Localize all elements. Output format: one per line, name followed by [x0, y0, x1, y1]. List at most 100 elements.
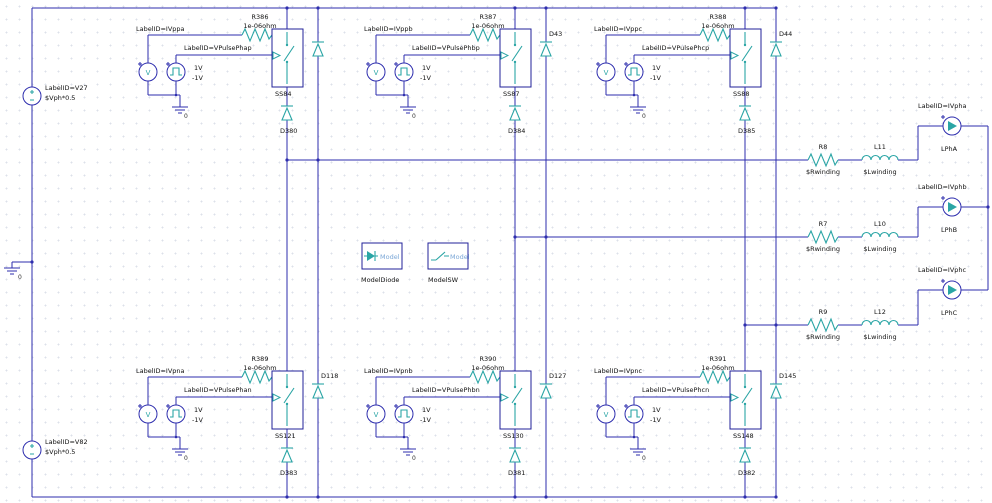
switch-glyph: [283, 374, 295, 426]
resistor-symbol[interactable]: [469, 27, 501, 43]
cell-wiring[interactable]: [147, 376, 288, 448]
switch-glyph: [511, 374, 523, 426]
pulse-v1: 1V: [652, 406, 661, 414]
cell-bottom-phase-b[interactable]: R390 1e-06ohm LabelID=IVpnb V LabelID=VP…: [364, 355, 566, 477]
switch-box[interactable]: [271, 28, 304, 88]
cell-top-phase-a[interactable]: R386 1e-06ohm LabelID=IVppa V LabelID=VP…: [136, 13, 324, 135]
clamp-diode[interactable]: [540, 41, 552, 57]
cell-wiring[interactable]: [605, 34, 746, 106]
inductor-symbol[interactable]: [861, 231, 899, 238]
resistor-symbol[interactable]: [699, 27, 731, 43]
voltage-source-symbol[interactable]: V: [596, 404, 616, 424]
load-branch-phase-b[interactable]: R7 $Rwinding L10 $Lwinding LabelID=IVphb…: [806, 183, 988, 253]
switch-box[interactable]: [499, 28, 532, 88]
resistor-symbol[interactable]: [241, 369, 273, 385]
source-circle: [394, 62, 414, 82]
switch-glyph: [511, 32, 523, 84]
series-diode[interactable]: [281, 105, 293, 121]
diode-triangle: [281, 448, 293, 463]
resistor-value: 1e-06ohm: [471, 22, 504, 30]
resistor-symbol[interactable]: [699, 369, 731, 385]
clamp-diode[interactable]: [312, 383, 324, 399]
resistor-symbol[interactable]: [807, 152, 839, 168]
clamp-diode[interactable]: [770, 41, 782, 57]
source-circle: [138, 404, 158, 424]
ground-symbol: [630, 437, 646, 456]
plus-minus-marks: [30, 444, 34, 455]
switch-box[interactable]: [271, 370, 304, 430]
block-caption: ModelDiode: [361, 276, 399, 284]
cell-bottom-phase-a[interactable]: R389 1e-06ohm LabelID=IVpna V LabelID=VP…: [136, 355, 338, 477]
cell-wiring[interactable]: [375, 34, 516, 106]
cell-wiring[interactable]: [147, 34, 288, 106]
cell-bottom-phase-c[interactable]: R391 1e-06ohm LabelID=IVpnc V LabelID=VP…: [594, 355, 796, 477]
current-meter[interactable]: [941, 115, 962, 136]
source-circle: [138, 62, 158, 82]
voltage-source-symbol[interactable]: V: [596, 62, 616, 82]
load-branch-phase-a[interactable]: R8 $Rwinding L11 $Lwinding LabelID=IVpha…: [806, 102, 988, 176]
cell-wiring[interactable]: [605, 376, 746, 448]
inductor-symbol[interactable]: [861, 154, 899, 161]
current-meter[interactable]: [941, 196, 962, 217]
model-sw-block[interactable]: Model ModelSW: [427, 242, 470, 284]
series-diode[interactable]: [739, 447, 751, 463]
diode-triangle: [312, 42, 324, 57]
pulse-source-symbol[interactable]: [394, 404, 414, 424]
ground-zero: 0: [412, 455, 416, 462]
cell-top-phase-b[interactable]: R387 1e-06ohm LabelID=IVppb V LabelID=VP…: [364, 13, 562, 135]
current-meter[interactable]: [941, 279, 962, 300]
voltage-source-symbol[interactable]: V: [366, 62, 386, 82]
voltage-source-symbol[interactable]: V: [366, 404, 386, 424]
clamp-diode[interactable]: [770, 383, 782, 399]
resistor-name: R387: [480, 13, 497, 21]
switch-name: SS84: [275, 90, 292, 98]
pulse-v2: -1V: [650, 74, 661, 82]
clamp-diode[interactable]: [312, 41, 324, 57]
branch-wiring[interactable]: [838, 206, 988, 238]
inductor-symbol[interactable]: [861, 319, 899, 326]
voltage-source-symbol[interactable]: V: [138, 62, 158, 82]
series-diode[interactable]: [281, 447, 293, 463]
load-branch-phase-c[interactable]: R9 $Rwinding L12 $Lwinding LabelID=IVphc…: [806, 266, 988, 341]
ground-symbol: [172, 437, 188, 456]
series-diode[interactable]: [509, 105, 521, 121]
cell-wiring[interactable]: [375, 376, 516, 448]
pulse-source-symbol[interactable]: [166, 404, 186, 424]
resistor-name: R388: [710, 13, 727, 21]
meter-label: LabelID=IVppb: [364, 25, 413, 33]
series-diode-label: D385: [738, 127, 755, 135]
branch-wiring[interactable]: [838, 125, 988, 161]
series-diode[interactable]: [509, 447, 521, 463]
dc-source-v82[interactable]: LabelID=V82 $Vph*0.5: [22, 438, 88, 460]
model-diode-block[interactable]: Model ModelDiode: [361, 242, 403, 284]
voltage-source-symbol[interactable]: V: [138, 404, 158, 424]
pulse-source-symbol[interactable]: [394, 62, 414, 82]
branch-wiring[interactable]: [838, 289, 988, 326]
junction-dot: [632, 435, 636, 439]
series-diode[interactable]: [739, 105, 751, 121]
pulse-source-symbol[interactable]: [624, 404, 644, 424]
resistor-symbol[interactable]: [807, 317, 839, 333]
switch-box[interactable]: [729, 28, 762, 88]
pulse-v2: -1V: [192, 416, 203, 424]
wire-net[interactable]: [4, 7, 989, 498]
switch-box[interactable]: [729, 370, 762, 430]
pulse-source-symbol[interactable]: [624, 62, 644, 82]
vsource-glyph: V: [374, 411, 379, 419]
switch-box[interactable]: [499, 370, 532, 430]
resistor-symbol[interactable]: [241, 27, 273, 43]
resistor-name: R7: [819, 220, 828, 228]
cell-top-phase-c[interactable]: R388 1e-06ohm LabelID=IVppc V LabelID=VP…: [594, 13, 792, 135]
pulse-source-symbol[interactable]: [166, 62, 186, 82]
resistor-symbol[interactable]: [469, 369, 501, 385]
diode-triangle: [509, 448, 521, 463]
clamp-diode-label: D145: [779, 372, 796, 380]
resistor-symbol[interactable]: [807, 229, 839, 245]
meter-label: LabelID=IVphc: [918, 266, 967, 274]
arrow-icon: [948, 285, 957, 295]
gate-arrow-icon: [500, 51, 510, 60]
clamp-diode[interactable]: [540, 383, 552, 399]
dc-source-v27[interactable]: LabelID=V27 $Vph*0.5: [22, 84, 88, 106]
